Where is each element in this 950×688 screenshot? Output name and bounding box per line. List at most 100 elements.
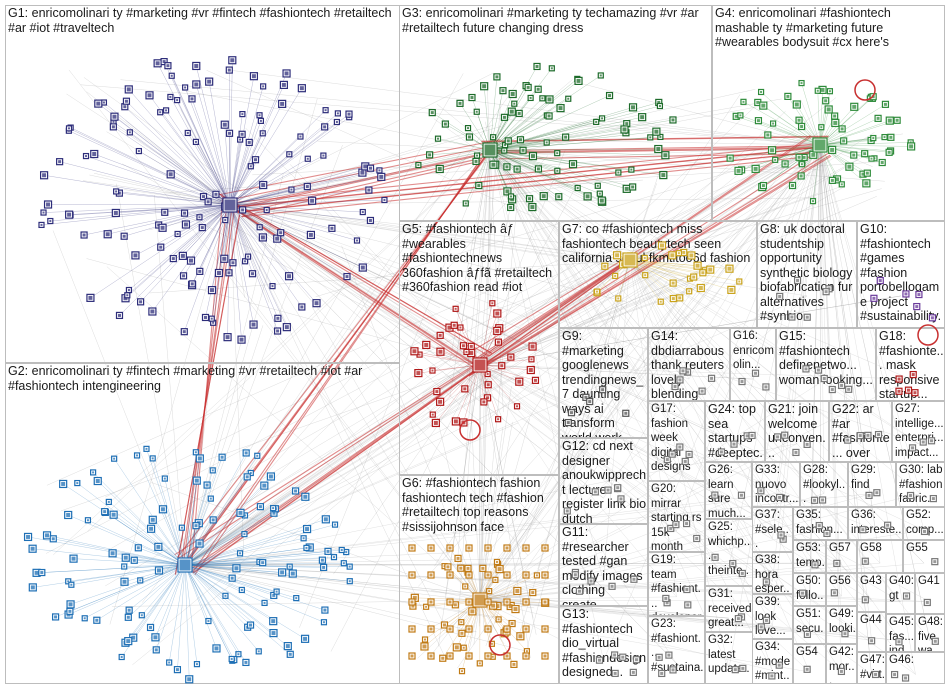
hub-node-fill — [180, 560, 191, 571]
node-fill — [852, 154, 855, 157]
node-fill — [614, 672, 617, 675]
isolate-node-fill — [544, 547, 547, 550]
node-fill — [198, 270, 201, 273]
node-fill — [798, 156, 801, 159]
node-fill — [455, 645, 459, 649]
node-fill — [607, 489, 610, 492]
node-fill — [866, 172, 869, 175]
node-fill — [674, 385, 677, 388]
node-fill — [603, 265, 606, 268]
node-fill — [157, 568, 161, 572]
node-fill — [303, 537, 305, 539]
node-fill — [599, 193, 601, 195]
node-fill — [801, 592, 804, 595]
node-fill — [688, 453, 691, 456]
node-fill — [43, 212, 45, 214]
node-fill — [126, 639, 130, 643]
isolate-node-fill — [487, 601, 490, 604]
node-fill — [459, 567, 462, 570]
node-fill — [204, 316, 207, 319]
isolate-node-fill — [449, 601, 452, 604]
node-fill — [795, 102, 799, 106]
node-fill — [195, 141, 197, 143]
node-fill — [833, 591, 836, 594]
node-fill — [228, 132, 231, 135]
node-fill — [279, 231, 282, 234]
node-fill — [195, 524, 198, 527]
node-fill — [762, 184, 765, 187]
node-fill — [112, 513, 116, 517]
node-fill — [619, 497, 622, 500]
node-fill — [491, 163, 495, 167]
node-fill — [926, 601, 929, 604]
node-fill — [794, 451, 797, 454]
node-fill — [35, 571, 39, 575]
node-fill — [841, 127, 844, 130]
node-fill — [444, 123, 447, 126]
node-fill — [217, 271, 221, 275]
node-fill — [31, 547, 35, 551]
node-fill — [527, 86, 530, 89]
node-fill — [492, 136, 494, 138]
isolate-node-fill — [468, 601, 471, 604]
node-fill — [136, 454, 138, 456]
isolate-node-fill — [468, 655, 471, 658]
node-fill — [740, 494, 743, 497]
node-fill — [531, 154, 535, 158]
node-fill — [324, 517, 328, 521]
node-fill — [528, 197, 531, 200]
node-fill — [70, 584, 72, 586]
node-fill — [454, 603, 457, 606]
node-fill — [536, 574, 538, 576]
node-fill — [840, 384, 843, 387]
node-fill — [187, 132, 189, 134]
node-fill — [595, 121, 597, 123]
isolate-node-fill — [411, 574, 414, 577]
node-fill — [541, 97, 543, 99]
node-fill — [859, 434, 862, 437]
isolate-node-fill — [506, 601, 509, 604]
node-fill — [827, 107, 831, 111]
node-fill — [159, 246, 162, 249]
node-fill — [590, 580, 593, 583]
node-fill — [465, 202, 467, 204]
node-fill — [760, 91, 762, 93]
isolate-node-fill — [430, 655, 433, 658]
node-fill — [597, 185, 599, 187]
node-fill — [813, 563, 816, 566]
node-fill — [477, 184, 480, 187]
node-fill — [194, 64, 198, 68]
node-fill — [307, 158, 309, 160]
node-fill — [800, 174, 803, 177]
node-fill — [861, 528, 864, 531]
node-fill — [222, 257, 226, 261]
node-fill — [494, 579, 496, 581]
node-fill — [817, 369, 820, 372]
node-fill — [817, 90, 819, 92]
node-fill — [431, 370, 433, 372]
node-fill — [482, 84, 486, 88]
node-fill — [734, 668, 737, 671]
node-fill — [622, 127, 626, 131]
node-fill — [54, 615, 57, 618]
node-fill — [196, 663, 198, 665]
node-fill — [898, 378, 901, 381]
node-fill — [548, 114, 551, 117]
node-fill — [425, 606, 427, 608]
node-fill — [272, 507, 274, 509]
node-fill — [594, 490, 597, 493]
node-fill — [696, 264, 700, 268]
node-fill — [289, 653, 292, 656]
node-fill — [280, 102, 284, 106]
node-fill — [422, 644, 426, 648]
node-fill — [835, 562, 838, 565]
node-fill — [537, 88, 540, 91]
node-fill — [198, 456, 202, 460]
node-fill — [659, 136, 661, 138]
node-fill — [663, 153, 667, 157]
node-fill — [877, 117, 880, 120]
node-fill — [224, 595, 226, 597]
node-fill — [481, 567, 484, 570]
node-fill — [621, 656, 624, 659]
node-fill — [300, 305, 303, 308]
